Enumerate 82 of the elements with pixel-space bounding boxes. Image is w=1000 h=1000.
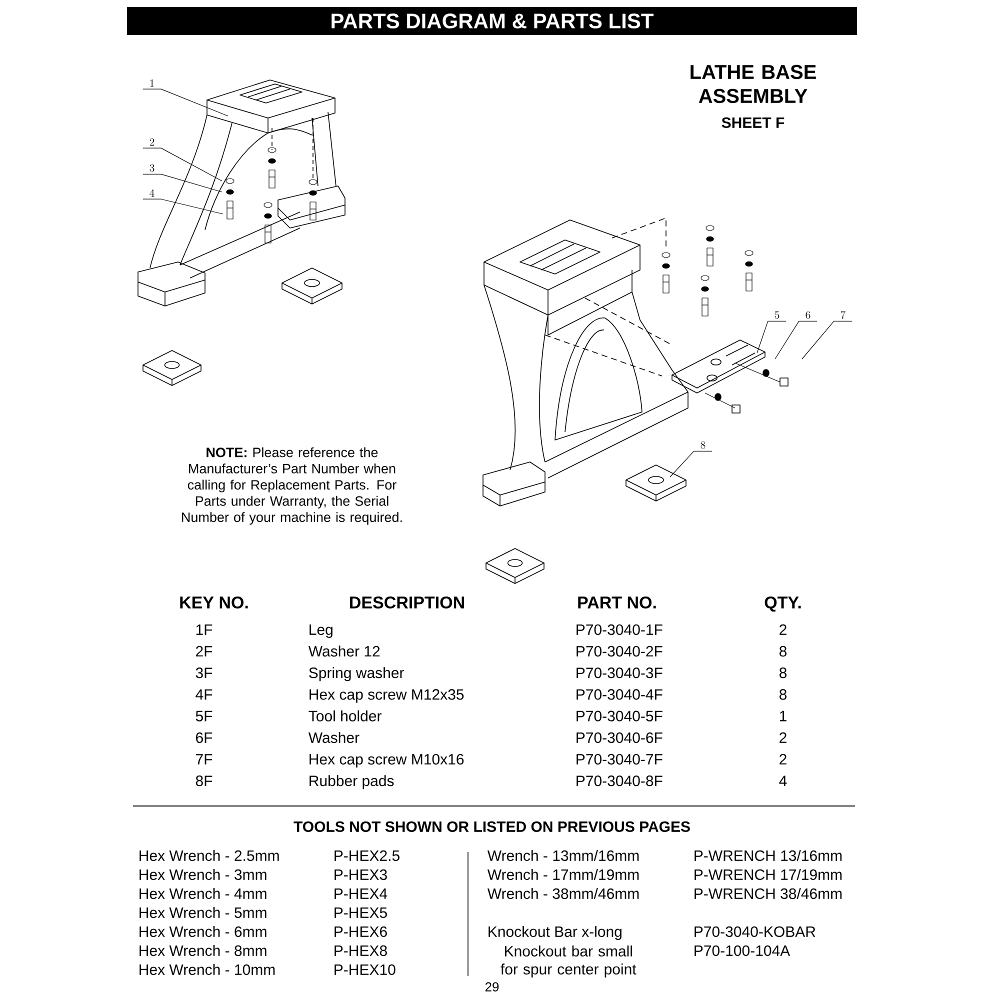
tool-code: P70-100-104A <box>694 945 790 956</box>
quantity: 2 <box>780 732 786 743</box>
part-code: P70-3040-8F <box>576 776 662 786</box>
part-description: Hex cap screw M10x16 <box>310 754 464 768</box>
key-number: 4F <box>196 689 212 700</box>
tool-code: P-HEX5 <box>334 908 387 918</box>
tool-name: Wrench - 13mm/16mm <box>487 850 639 861</box>
part-code: P70-3040-1F <box>576 624 662 635</box>
key-number: 7F <box>196 754 212 764</box>
tool-name: Wrench - 17mm/19mm <box>487 868 639 880</box>
leader-line <box>756 320 786 354</box>
part-description: Washer <box>308 732 360 743</box>
part-code: P70-3040-4F <box>576 689 662 700</box>
tool-code: P-HEX8 <box>334 945 387 956</box>
quantity: 8 <box>780 689 787 700</box>
leader-line <box>670 450 712 478</box>
part-description: Tool holder <box>308 710 382 722</box>
key-number: 1F <box>196 624 212 635</box>
leader-line <box>142 174 222 192</box>
tool-name: Wrench - 38mm/46mm <box>487 888 639 899</box>
callout-number: 3 <box>150 164 154 172</box>
part-code: P70-3040-6F <box>576 732 662 743</box>
callout-number: 5 <box>774 311 780 319</box>
leader-line <box>802 320 852 360</box>
part-code: P70-3040-5F <box>576 710 662 722</box>
callout-number: 8 <box>700 441 706 449</box>
tool-name: Hex Wrench - 8mm <box>140 944 266 956</box>
tool-name: Hex Wrench - 10mm <box>140 964 275 975</box>
tool-code: P-WRENCH 17/19mm <box>694 868 842 880</box>
leader-line <box>774 320 818 360</box>
part-description: Spring washer <box>309 667 404 682</box>
column-header: DESCRIPTION <box>350 596 464 609</box>
tool-code: P-WRENCH 13/16mm <box>694 850 842 861</box>
callout-number: 7 <box>840 311 846 319</box>
key-number: 8F <box>196 776 212 786</box>
part-code: P70-3040-2F <box>576 646 662 657</box>
callout-number: 2 <box>150 138 154 146</box>
leader-line <box>142 88 228 116</box>
tool-name: Knockout bar small for spur center point <box>500 946 636 978</box>
quantity: 8 <box>780 668 787 678</box>
section-heading: TOOLS NOT SHOWN OR LISTED ON PREVIOUS PAGES <box>294 821 690 832</box>
tool-name: Hex Wrench - 3mm <box>140 868 266 880</box>
callout-number: 4 <box>150 189 154 197</box>
note-text: NOTE: Please reference the Manufacturer’s Part Number when calling for Replacement Parts. For Parts under Warranty, the Serial Number of your machine is required. <box>182 447 402 525</box>
key-number: 6F <box>196 732 212 743</box>
part-description: Rubber pads <box>310 775 394 790</box>
key-number: 5F <box>196 710 212 722</box>
tool-name: Hex Wrench - 6mm <box>140 926 266 937</box>
tool-code: P-HEX6 <box>334 926 387 937</box>
tool-code: P70-3040-KOBAR <box>694 926 816 937</box>
quantity: 8 <box>780 646 787 657</box>
tool-name: Knockout Bar x-long <box>488 926 622 940</box>
key-number: 3F <box>196 668 212 678</box>
tool-code: P-HEX4 <box>334 888 388 899</box>
column-header: KEY NO. <box>180 596 248 609</box>
callout-number: 6 <box>806 311 810 319</box>
quantity: 2 <box>780 754 786 764</box>
leader-line <box>142 148 222 182</box>
leader-line <box>142 198 224 214</box>
quantity: 4 <box>779 776 787 786</box>
quantity: 1 <box>780 710 786 722</box>
tool-code: P-HEX2.5 <box>334 850 400 861</box>
tool-name: Hex Wrench - 5mm <box>140 906 266 918</box>
tool-name: Hex Wrench - 2.5mm <box>140 850 279 861</box>
tool-code: P-HEX10 <box>334 964 396 975</box>
column-header: PART NO. <box>578 596 656 609</box>
callout-number: 1 <box>150 79 154 87</box>
part-description: Washer 12 <box>308 646 380 657</box>
quantity: 2 <box>780 624 786 635</box>
tool-name: Hex Wrench - 4mm <box>140 888 266 899</box>
title-banner: PARTS DIAGRAM & PARTS LIST <box>127 7 858 35</box>
sheet-label: SHEET F <box>722 117 784 128</box>
key-number: 2F <box>196 646 212 656</box>
assembly-title: LATHE BASE ASSEMBLY <box>690 64 816 104</box>
tool-code: P-HEX3 <box>334 869 387 880</box>
column-header: QTY. <box>764 596 801 612</box>
part-code: P70-3040-3F <box>576 668 662 678</box>
part-code: P70-3040-7F <box>576 754 662 765</box>
page-number: 29 <box>485 982 499 992</box>
part-description: Leg <box>310 624 332 638</box>
tool-code: P-WRENCH 38/46mm <box>694 888 842 899</box>
part-description: Hex cap screw M12x35 <box>310 689 464 703</box>
